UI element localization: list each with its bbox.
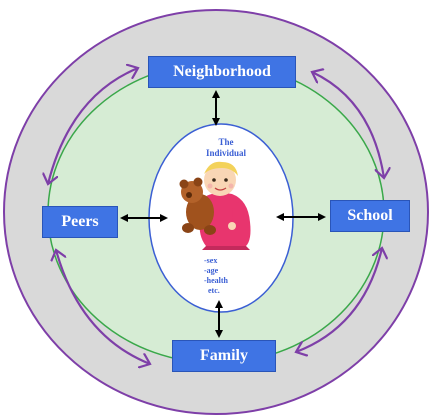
- curved-arrow-neighborhood-peers: [48, 68, 138, 184]
- node-neighborhood: Neighborhood: [148, 56, 296, 88]
- child-with-teddy-illustration: [179, 161, 251, 250]
- attribute-health: -health: [204, 276, 228, 285]
- individual-title-line2: Individual: [205, 148, 247, 158]
- attribute-age: -age: [204, 266, 219, 275]
- node-school: School: [330, 200, 410, 232]
- curved-arrow-neighborhood-school: [312, 72, 384, 178]
- node-peers: Peers: [42, 206, 118, 238]
- curved-arrow-school-family: [296, 248, 382, 352]
- attribute-etc: etc.: [208, 286, 220, 295]
- individual-title-line1: The: [218, 137, 234, 147]
- node-family: Family: [172, 340, 276, 372]
- curved-arrow-peers-family: [56, 250, 150, 364]
- attribute-sex: -sex: [204, 256, 218, 265]
